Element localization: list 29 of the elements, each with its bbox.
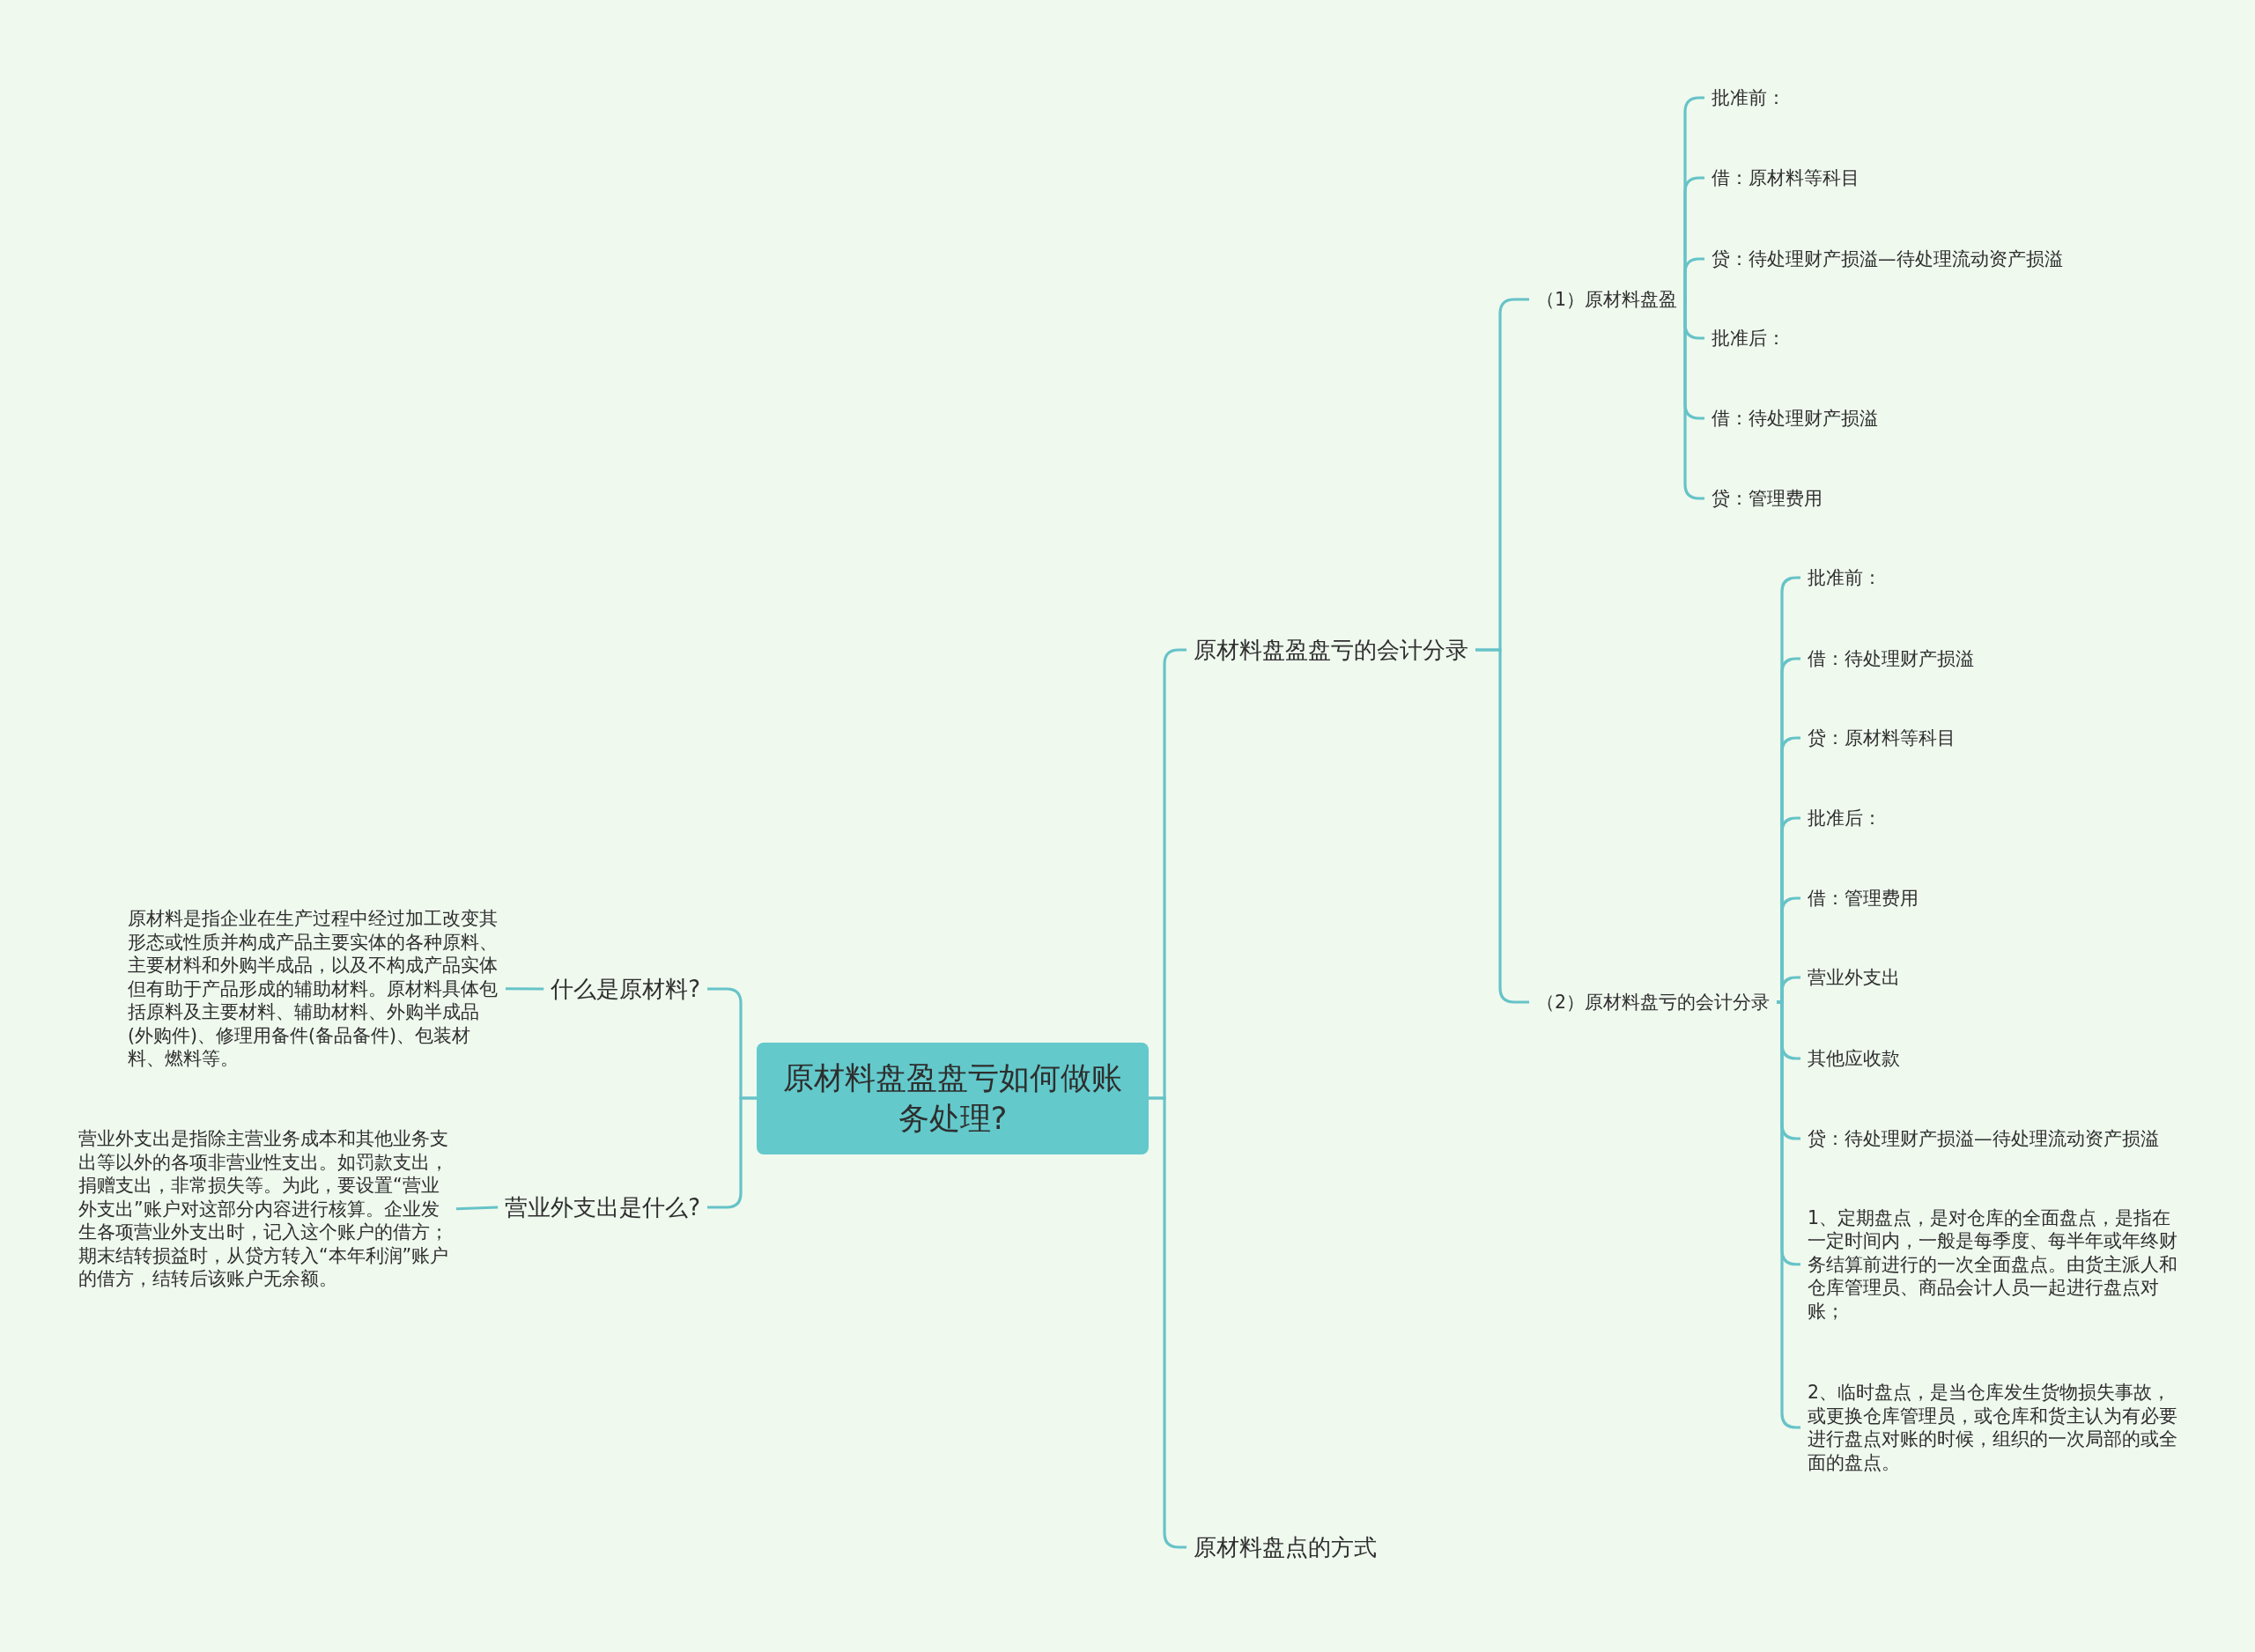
connector-line [506, 987, 544, 991]
entry-label: 贷：管理费用 [1704, 484, 1830, 513]
entry-label: 借：原材料等科目 [1704, 164, 1867, 192]
note-paragraph: 1、定期盘点，是对仓库的全面盘点，是指在一定时间内，一般是每季度、每半年或年终财务结算前进行的一次全面盘点。由货主派人和仓库管理员、商品会计人员一起进行盘点对账； [1800, 1204, 2185, 1324]
subtopic-label: （2）原材料盘亏的会计分录 [1529, 988, 1778, 1016]
entry-label: 营业外支出 [1800, 963, 1907, 992]
topic-label: 原材料盘点的方式 [1187, 1530, 1384, 1564]
entry-label: 借：管理费用 [1800, 884, 1926, 912]
topic-label: 营业外支出是什么? [498, 1191, 707, 1224]
topic-label: 原材料盘盈盘亏的会计分录 [1187, 633, 1475, 667]
entry-label: 批准前： [1800, 564, 1889, 592]
connector-line [1682, 257, 1704, 301]
entry-label: 其他应收款 [1800, 1044, 1907, 1073]
entry-label: 贷：待处理财产损溢—待处理流动资产损溢 [1800, 1125, 2166, 1153]
entry-label: 批准后： [1800, 804, 1889, 832]
note-paragraph: 2、临时盘点，是当仓库发生货物损失事故，或更换仓库管理员，或仓库和货主认为有必要进行盘点对账的时候，组织的一次局部的或全面的盘点。 [1800, 1379, 2185, 1476]
central-topic-box: 原材料盘盈盘亏如何做账务处理? [757, 1042, 1149, 1154]
entry-label: 贷：原材料等科目 [1800, 724, 1963, 752]
entry-label: 批准前： [1704, 84, 1793, 112]
topic-label: 什么是原材料? [543, 972, 707, 1006]
entry-label: 借：待处理财产损溢 [1704, 404, 1885, 432]
note-paragraph: 营业外支出是指除主营业务成本和其他业务支出等以外的各项非营业性支出。如罚款支出，捐赠支出，非常损失等。为此，要设置“营业外支出”账户对这部分内容进行核算。企业发生各项营业外支出时，记入这个账户的借方；期末结转损益时，从贷方转入“本年利润”账户的借方，结转后该账户无余额。 [71, 1125, 456, 1293]
note-paragraph: 原材料是指企业在生产过程中经过加工改变其形态或性质并构成产品主要实体的各种原料、主要材料和外购半成品，以及不构成产品实体但有助于产品形成的辅助材料。原材料具体包括原料及主要材料、辅助材料、外购半成品(外购件)、修理用备件(备品备件)、包装材料、燃料等。 [121, 905, 506, 1073]
entry-label: 批准后： [1704, 324, 1793, 352]
connector-line [707, 1096, 757, 1209]
connector-line [455, 1206, 499, 1211]
entry-label: 借：待处理财产损溢 [1800, 645, 1981, 673]
entry-label: 贷：待处理财产损溢—待处理流动资产损溢 [1704, 245, 2070, 273]
subtopic-label: （1）原材料盘盈 [1529, 285, 1685, 313]
